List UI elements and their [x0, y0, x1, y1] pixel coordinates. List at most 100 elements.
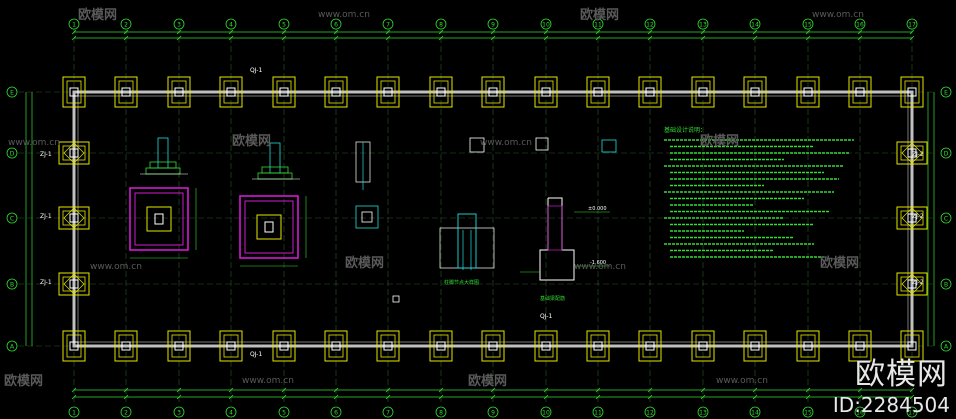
grid-bubble-letter: C — [944, 216, 948, 223]
column-section — [541, 341, 551, 351]
footing-top-inner — [800, 80, 816, 104]
footing-diamond — [901, 207, 923, 229]
footing-top — [376, 76, 400, 108]
column-section — [645, 87, 655, 97]
column-section — [593, 87, 603, 97]
dimension-tick — [490, 394, 496, 400]
footing-bottom — [691, 330, 715, 362]
watermark-url: www.om.cn — [318, 10, 370, 20]
footing-bottom-inner — [904, 334, 920, 358]
column-section — [803, 87, 813, 97]
footing-bottom — [534, 330, 558, 362]
footing-top-inner — [276, 80, 292, 104]
footing-top — [848, 76, 872, 108]
column-label: ZJ-1 — [40, 279, 52, 286]
grid-bubble-letter: D — [944, 151, 949, 158]
footing-plan-pedestal — [256, 214, 282, 240]
footing-bottom-inner — [538, 334, 554, 358]
grid-bubble — [173, 406, 185, 418]
dimension-tick — [909, 29, 915, 35]
section-column — [269, 142, 281, 174]
column-section — [645, 341, 655, 351]
dimension-tick — [752, 35, 758, 41]
footing-bottom — [900, 330, 924, 362]
footing-top-inner — [590, 80, 606, 104]
grid-bubble-number: 10 — [542, 22, 550, 29]
grid-bubble-number: 9 — [491, 22, 495, 29]
column-section — [331, 341, 341, 351]
footing-top — [114, 76, 138, 108]
column-base-column — [457, 213, 477, 269]
dimension-tick — [281, 29, 287, 35]
column-section — [750, 87, 760, 97]
footing-left-inner — [62, 145, 86, 161]
dimension-tick — [805, 29, 811, 35]
grid-bubble-number: 6 — [334, 410, 338, 417]
dimension-tick — [333, 387, 339, 393]
watermark-url: www.om.cn — [8, 138, 60, 148]
footing-top-inner — [118, 80, 134, 104]
grid-bubble-letter: E — [944, 90, 948, 97]
section-label: QJ-1 — [540, 313, 552, 320]
column-section — [69, 341, 79, 351]
footing-left — [58, 141, 90, 165]
dimension-tick — [909, 35, 915, 41]
grid-bubble — [330, 406, 342, 418]
column-section — [383, 341, 393, 351]
dimension-tick — [543, 394, 549, 400]
dimension-tick — [176, 35, 182, 41]
column-section — [488, 341, 498, 351]
dimension-tick — [543, 387, 549, 393]
dimension-tick — [752, 29, 758, 35]
grid-bubble — [940, 147, 952, 159]
dimension-tick — [700, 29, 706, 35]
dimension-tick — [176, 387, 182, 393]
dimension-tick — [438, 387, 444, 393]
grid-bubble-number: 16 — [856, 410, 864, 417]
grid-bubble-number: 1 — [72, 22, 76, 29]
dimension-tick — [385, 394, 391, 400]
footing-top — [586, 76, 610, 108]
footing-bottom-inner — [642, 334, 658, 358]
grid-bubble — [6, 86, 18, 98]
column-section — [855, 341, 865, 351]
grid-bubble — [749, 406, 761, 418]
column-section — [698, 341, 708, 351]
grid-bubble — [6, 278, 18, 290]
footing-left — [58, 206, 90, 230]
footing-plan-outer — [239, 195, 299, 259]
footing-bottom-inner — [223, 334, 239, 358]
dimension-tick — [281, 394, 287, 400]
footing-bottom — [429, 330, 453, 362]
footing-right — [896, 272, 928, 296]
dimension-tick — [71, 394, 77, 400]
beam-outer — [72, 90, 914, 348]
footing-diamond — [63, 273, 85, 295]
dimension-tick — [176, 394, 182, 400]
column-section — [750, 341, 760, 351]
watermark-url: www.om.cn — [716, 376, 768, 386]
footing-bottom-inner — [66, 334, 82, 358]
dimension-tick — [857, 29, 863, 35]
column-section — [121, 87, 131, 97]
footing-top-inner — [538, 80, 554, 104]
grid-bubble — [592, 406, 604, 418]
dimension-tick — [805, 394, 811, 400]
grid-bubble-number: 13 — [699, 410, 707, 417]
grid-bubble-number: 8 — [439, 22, 443, 29]
column-section — [698, 87, 708, 97]
dimension-tick — [700, 387, 706, 393]
dimension-tick — [700, 394, 706, 400]
grid-bubble-number: 2 — [124, 410, 128, 417]
dimension-tick — [909, 394, 915, 400]
dimension-tick — [228, 394, 234, 400]
section-footing — [145, 167, 181, 175]
dimension-tick — [333, 29, 339, 35]
column-section — [855, 87, 865, 97]
grid-bubble-number: 7 — [386, 22, 390, 29]
footing-bottom-inner — [747, 334, 763, 358]
column-section — [69, 148, 79, 158]
grid-bubble — [120, 406, 132, 418]
column-section — [69, 279, 79, 289]
